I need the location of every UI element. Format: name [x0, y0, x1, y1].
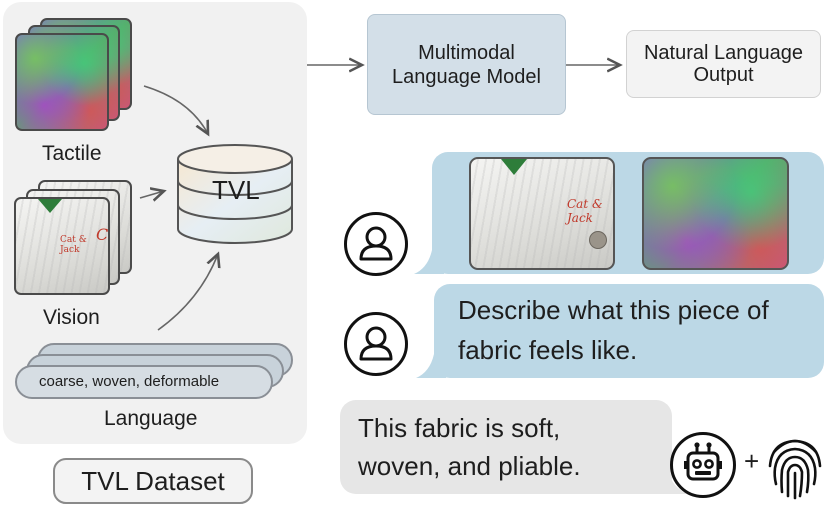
vision-label: Vision — [43, 306, 100, 329]
prompt-line-1: Describe what this piece of — [458, 295, 769, 325]
output-label-line1: Natural Language — [643, 42, 803, 64]
thumb-tag-text: Cat & Jack — [567, 197, 603, 225]
user-icon — [344, 212, 408, 276]
response-line-2: woven, and pliable. — [358, 451, 581, 481]
vision-card-front: Cat & Jack Co — [14, 197, 110, 295]
user-icon — [344, 312, 408, 376]
thumb-button — [589, 231, 607, 249]
response-message-bubble — [340, 400, 672, 494]
vision-tag-text-2: Co — [96, 225, 109, 244]
multimodal-language-model-box: Multimodal Language Model — [367, 14, 566, 115]
prompt-line-2: fabric feels like. — [458, 335, 638, 365]
language-label: Language — [104, 407, 198, 430]
tactile-label: Tactile — [42, 142, 102, 165]
model-label-line1: Multimodal — [418, 41, 515, 64]
natural-language-output-box: Natural Language Output — [626, 30, 821, 98]
language-card-front: coarse, woven, deformable — [15, 365, 273, 399]
bubble-tail — [416, 354, 446, 378]
vision-thumbnail: Cat & Jack — [469, 157, 615, 270]
database-label: TVL — [212, 175, 260, 205]
dataset-caption: TVL Dataset — [53, 458, 253, 504]
vision-green-tag — [38, 199, 62, 213]
database-icon — [177, 144, 293, 244]
bubble-tail — [414, 250, 444, 274]
vision-tag-text: Cat & Jack — [60, 235, 87, 255]
response-line-1: This fabric is soft, — [358, 413, 561, 443]
model-label-line2: Language Model — [391, 65, 541, 88]
tactile-card-front — [15, 33, 109, 131]
thumb-green-tag — [501, 159, 527, 175]
output-label-line2: Output — [693, 64, 754, 86]
prompt-message-bubble — [434, 284, 824, 378]
bubble-tail — [656, 470, 688, 494]
tactile-thumbnail — [642, 157, 789, 270]
language-sample-text: coarse, woven, deformable — [39, 373, 220, 390]
fingerprint-icon — [768, 439, 822, 500]
robot-icon — [670, 432, 736, 498]
plus-sign: + — [744, 446, 760, 476]
